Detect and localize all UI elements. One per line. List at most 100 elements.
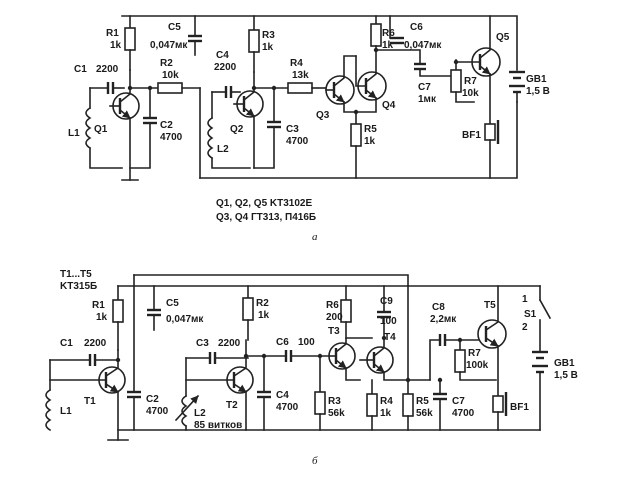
a-l1-label: L1: [68, 128, 80, 139]
b-gb1-value: 1,5 B: [554, 370, 578, 381]
b-gb1-label: GB1: [554, 358, 575, 369]
b-r1-value: 1k: [96, 312, 108, 323]
a-capacitor-c4: C4 2200: [211, 50, 241, 98]
b-note-line2: KT315Б: [60, 281, 97, 292]
a-resistor-r4: R4 13k: [253, 58, 327, 94]
b-r2-value: 1k: [258, 310, 270, 321]
b-note-line1: T1...T5: [60, 269, 92, 280]
b-speaker-bf1: BF1: [492, 392, 529, 431]
a-r7-value: 10k: [462, 88, 479, 99]
b-t1-label: T1: [84, 396, 96, 407]
a-transistor-q2: Q2: [230, 71, 264, 169]
a-transistor-q5: Q5: [455, 15, 510, 125]
b-capacitor-c1: C1 2200: [49, 338, 119, 366]
a-c2-label: C2: [160, 120, 173, 131]
a-transistor-q1: Q1: [94, 69, 140, 181]
b-capacitor-c5: C5 0,047мк: [147, 285, 204, 331]
a-r5-value: 1k: [364, 136, 376, 147]
a-c5-value: 0,047мк: [150, 40, 188, 51]
a-c5-label: C5: [168, 22, 181, 33]
a-capacitor-c2: C2 4700: [129, 87, 183, 169]
a-gb1-label: GB1: [526, 74, 547, 85]
a-resistor-r6: R6 1k: [370, 15, 395, 51]
a-capacitor-c7: C7 1мк: [375, 49, 457, 105]
a-note-line2: Q3, Q4 ГТ313, П416Б: [216, 212, 316, 223]
b-t2-label: T2: [226, 400, 238, 411]
a-bf1-label: BF1: [462, 130, 481, 141]
a-r6-label: R6: [382, 28, 395, 39]
b-c6-label: C6: [276, 337, 289, 348]
b-c5-value: 0,047мк: [166, 314, 204, 325]
a-capacitor-c6: C6 0,047мк: [389, 15, 442, 51]
b-coil-l1: L1: [45, 359, 72, 432]
b-t4-label: T4: [384, 332, 396, 343]
a-r4-label: R4: [290, 58, 303, 69]
a-r1-label: R1: [106, 28, 119, 39]
b-l1-label: L1: [60, 406, 72, 417]
b-resistor-r4: R4 1k: [366, 379, 393, 431]
b-coil-l2: L2 85 витков: [174, 357, 242, 431]
a-r2-label: R2: [160, 58, 173, 69]
b-c6-value: 100: [298, 337, 315, 348]
a-r4-value: 13k: [292, 70, 309, 81]
a-c4-value: 2200: [214, 62, 237, 73]
b-r5-value: 56k: [416, 408, 433, 419]
a-resistor-r1: R1 1k: [106, 15, 136, 71]
b-c1-value: 2200: [84, 338, 107, 349]
a-q4-label: Q4: [382, 100, 396, 111]
b-c4-label: C4: [276, 390, 289, 401]
a-coil-l1: L1: [68, 87, 123, 169]
a-r6-value: 1k: [382, 40, 394, 51]
b-c8-label: C8: [432, 302, 445, 313]
b-c5-label: C5: [166, 298, 179, 309]
a-caption: a: [312, 231, 318, 243]
b-r6-label: R6: [326, 300, 339, 311]
b-c3-label: C3: [196, 338, 209, 349]
a-capacitor-c1: C1 2200: [74, 64, 125, 94]
a-c3-label: C3: [286, 124, 299, 135]
a-c6-value: 0,047мк: [404, 40, 442, 51]
a-battery-gb1: GB1 1,5 B: [509, 70, 550, 103]
b-bf1-label: BF1: [510, 402, 529, 413]
b-c3-value: 2200: [218, 338, 241, 349]
b-transistor-t1: T1: [49, 349, 129, 441]
b-r5-label: R5: [416, 396, 429, 407]
b-t5-label: T5: [484, 300, 496, 311]
a-c3-value: 4700: [286, 136, 309, 147]
a-transistor-q3: Q3: [316, 55, 357, 121]
b-c8-value: 2,2мк: [430, 314, 457, 325]
b-l2-value: 85 витков: [194, 420, 242, 431]
a-gb1-value: 1,5 B: [526, 86, 550, 97]
b-r4-value: 1k: [380, 408, 392, 419]
a-r3-value: 1k: [262, 42, 274, 53]
a-c2-value: 4700: [160, 132, 183, 143]
b-c1-label: C1: [60, 338, 73, 349]
b-l2-label: L2: [194, 408, 206, 419]
a-transistor-q4: Q4: [355, 49, 396, 113]
b-top-rail-inner: [133, 274, 409, 287]
b-resistor-r6: R6 200: [326, 285, 352, 339]
b-capacitor-c2: C2 4700: [127, 274, 169, 431]
a-capacitor-c5: C5 0,047мк: [150, 15, 202, 56]
b-r4-label: R4: [380, 396, 393, 407]
b-r1-label: R1: [92, 300, 105, 311]
b-capacitor-c6: C6 100: [247, 337, 331, 362]
b-resistor-r1: R1 1k: [92, 285, 124, 351]
a-q1-label: Q1: [94, 124, 108, 135]
b-transistor-t5: T5: [477, 285, 507, 397]
b-c2-value: 4700: [146, 406, 169, 417]
schematic-b: T1...T5 KT315Б R1 1k C1 2200 L1: [45, 269, 578, 467]
b-r6-value: 200: [326, 312, 343, 323]
a-c4-label: C4: [216, 50, 229, 61]
b-capacitor-c9: C9 100: [377, 285, 397, 339]
b-r3-value: 56k: [328, 408, 345, 419]
b-s1-label: S1: [524, 309, 537, 320]
a-bottom-rail: [199, 101, 518, 179]
b-capacitor-c4: C4 4700: [257, 355, 299, 431]
a-resistor-r2: R2 10k: [129, 58, 201, 94]
a-r1-value: 1k: [110, 40, 122, 51]
schematic-a: GB1 1,5 B L1 C1 2200 Q1: [68, 15, 550, 243]
b-resistor-r2: R2 1k: [242, 285, 270, 341]
b-s1-pin2: 2: [522, 322, 528, 333]
a-l2-label: L2: [217, 144, 229, 155]
